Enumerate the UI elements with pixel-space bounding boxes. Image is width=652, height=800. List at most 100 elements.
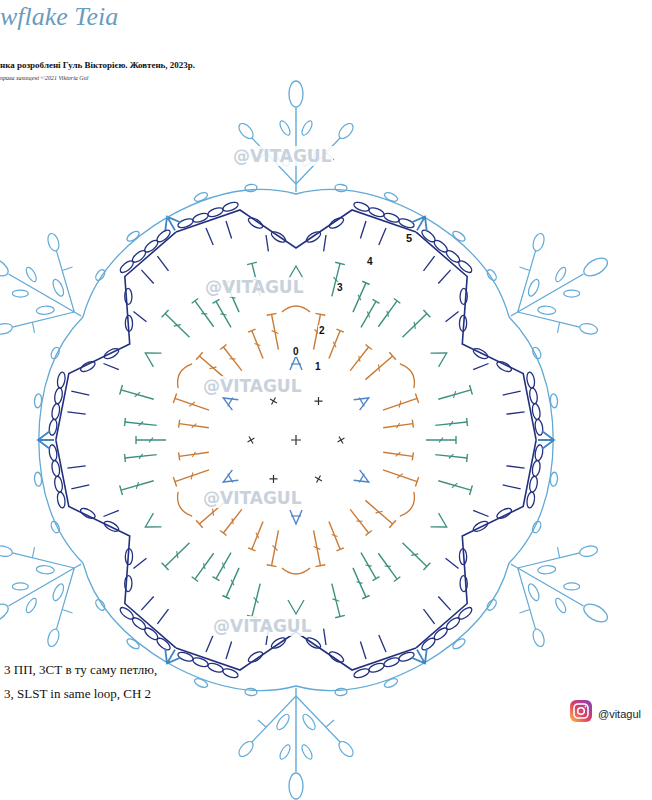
chain-oval — [192, 212, 210, 224]
chain-oval — [177, 217, 195, 229]
outer-chain — [423, 438, 578, 677]
chain-oval — [0, 254, 11, 279]
navy-chain-line — [37, 432, 190, 659]
stitch-slash — [357, 356, 362, 362]
arm-branch — [496, 251, 558, 312]
orange-chain — [173, 492, 192, 519]
icon-ground — [570, 700, 592, 722]
stitch-slash — [332, 535, 338, 537]
stitch-slash — [202, 563, 206, 569]
navy-stitch — [420, 609, 438, 624]
watermark: @VITAGUL — [202, 488, 303, 508]
stitch-slash — [210, 509, 216, 516]
stitch-bar — [423, 562, 430, 572]
vertex-arrow — [159, 645, 183, 668]
chain-oval — [34, 472, 42, 487]
chain-oval — [51, 278, 66, 298]
stitch-post — [353, 568, 366, 597]
navy-stitch — [435, 270, 453, 284]
navy-stitch — [360, 221, 366, 239]
chain-oval — [193, 677, 209, 689]
chain-oval — [537, 565, 556, 575]
chain-oval — [222, 667, 240, 679]
watermark: @VITAGUL — [212, 616, 313, 636]
navy-stitch — [71, 386, 89, 400]
chain-oval — [526, 491, 536, 508]
chain-oval — [300, 743, 314, 760]
round-number: 3 — [336, 282, 344, 293]
stitch-bar — [220, 529, 226, 537]
stitch-slash — [201, 311, 207, 316]
teal-v — [431, 513, 451, 534]
outer-chain — [166, 189, 426, 218]
chain-oval — [531, 460, 541, 477]
arm-branch — [496, 568, 558, 629]
stitch-post — [362, 500, 396, 524]
arm-picot — [62, 264, 72, 274]
instagram-icon — [570, 700, 592, 722]
v-stitch — [290, 356, 302, 370]
chain-oval — [460, 575, 468, 591]
vertex-arrow — [409, 645, 433, 668]
stitch-post — [125, 411, 157, 437]
stitch-bar — [467, 485, 474, 495]
stitch-bar — [414, 477, 421, 486]
round-number-holder: 2 — [318, 320, 326, 338]
chain-oval — [472, 519, 489, 533]
navy-chain-line — [176, 210, 416, 248]
centre-cross — [291, 435, 301, 445]
arm-picot — [553, 547, 563, 557]
orange-chain — [400, 492, 419, 519]
round-number: 0 — [292, 346, 300, 357]
stitch-bar — [335, 615, 345, 617]
chain-oval — [56, 372, 66, 389]
chain-oval — [270, 230, 287, 244]
stitch-bar — [267, 565, 277, 567]
chain-oval — [36, 565, 55, 575]
icon-frame — [574, 704, 588, 718]
chain-oval — [383, 656, 401, 668]
stitch-slash — [230, 518, 235, 524]
chain-oval — [236, 739, 255, 759]
chain-oval — [51, 403, 61, 420]
stitch-post — [329, 331, 340, 359]
stitch-bar — [220, 343, 226, 351]
navy-stitch — [67, 406, 85, 421]
chain-oval — [48, 419, 58, 436]
chain-oval — [125, 229, 140, 243]
teal-v — [141, 346, 161, 367]
stitch-slash — [138, 454, 144, 459]
chain-oval — [368, 206, 386, 218]
chain-oval — [383, 191, 399, 203]
chain-oval — [531, 346, 542, 360]
v-bar — [228, 474, 233, 483]
stitch-post — [218, 347, 248, 371]
arm-branch — [34, 251, 96, 312]
chain-oval — [531, 520, 542, 534]
stitch-slash — [272, 331, 279, 334]
chain-oval — [581, 254, 611, 279]
navy-stitch — [324, 235, 326, 251]
stitch-bar — [389, 351, 396, 360]
stitch-post — [398, 314, 431, 338]
chain-oval — [336, 121, 355, 141]
chain-oval — [56, 491, 66, 508]
chain-oval — [368, 662, 386, 674]
chain-oval — [420, 636, 437, 652]
stitch-slash — [189, 401, 195, 408]
stitch-bar — [394, 575, 400, 583]
watermark: @VITAGUL — [202, 376, 303, 396]
navy-stitch — [444, 312, 459, 322]
chain-oval — [51, 582, 66, 602]
chain-oval — [125, 288, 133, 304]
chain-oval — [247, 216, 264, 230]
stitch-slash — [175, 551, 180, 558]
chain-oval — [34, 393, 42, 408]
chain-oval — [278, 743, 292, 760]
stitch-slash — [134, 482, 141, 489]
chain-oval — [485, 268, 498, 282]
stitch-slash — [256, 533, 259, 539]
chain-oval — [495, 506, 512, 520]
